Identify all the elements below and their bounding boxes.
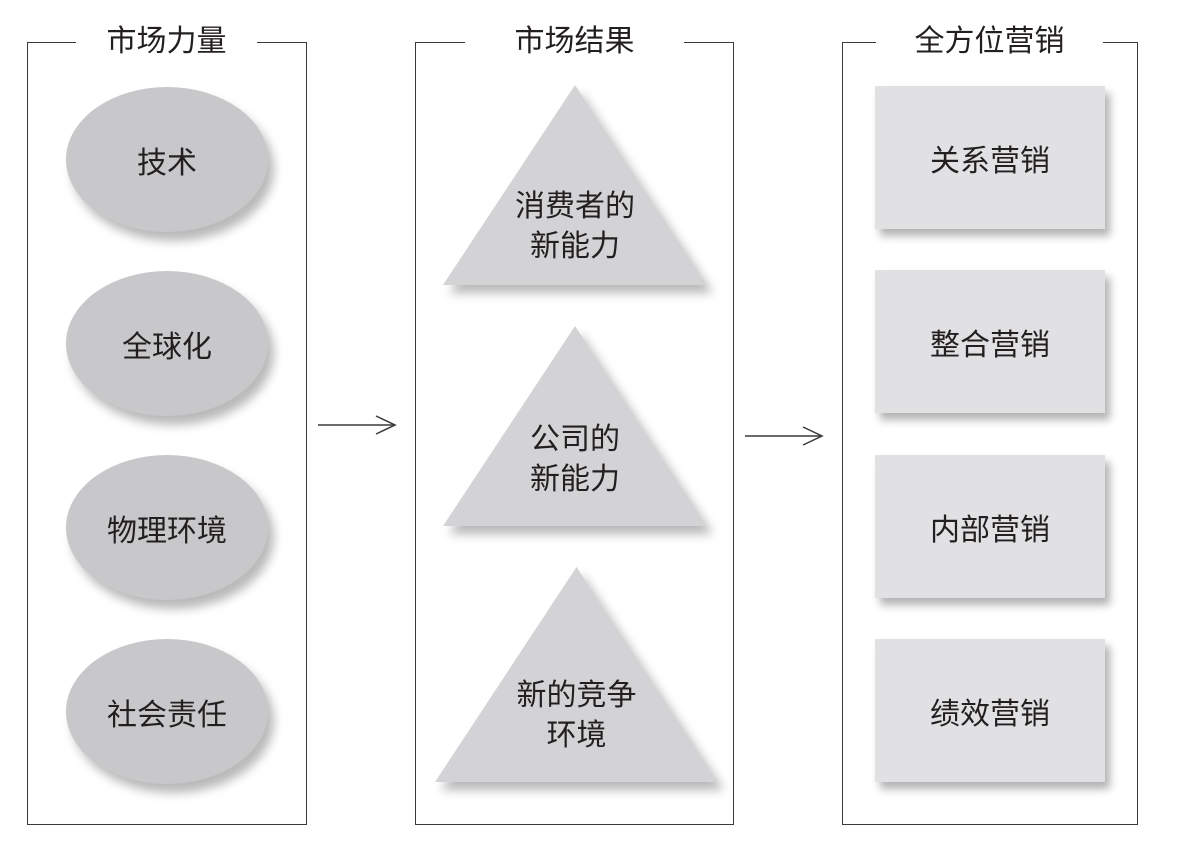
result-company-capabilities: 公司的 新能力	[443, 326, 707, 526]
marketing-relationship: 关系营销	[875, 86, 1105, 229]
result-competition-line1: 新的竞争	[516, 678, 637, 713]
result-consumer-capabilities: 消费者的 新能力	[443, 85, 707, 285]
force-globalization: 全球化	[66, 271, 268, 416]
arrow-right-icon	[745, 426, 824, 446]
result-consumer-line2: 新能力	[530, 229, 620, 264]
market-forces-top-left-line	[27, 42, 76, 43]
force-physical-environment-label: 物理环境	[107, 513, 227, 549]
result-competitive-environment: 新的竞争 环境	[435, 567, 718, 782]
triangle-shape-icon	[443, 326, 707, 526]
market-results-top-right-line	[684, 42, 734, 43]
result-company-line2: 新能力	[530, 462, 620, 497]
force-globalization-label: 全球化	[122, 329, 212, 365]
market-results-top-left-line	[415, 42, 465, 43]
market-results-frame	[415, 42, 734, 825]
market-forces-title: 市场力量	[106, 24, 227, 59]
marketing-performance: 绩效营销	[875, 639, 1105, 782]
holistic-marketing-frame	[842, 42, 1138, 825]
holistic-marketing-top-left-line	[842, 42, 876, 43]
market-forces-frame	[27, 42, 307, 825]
result-competition-line2: 环境	[546, 718, 607, 753]
market-forces-top-right-line	[257, 42, 307, 43]
market-results-title: 市场结果	[514, 24, 635, 59]
result-company-line1: 公司的	[530, 422, 620, 457]
force-social-responsibility-label: 社会责任	[107, 697, 227, 733]
triangle-shape-icon	[435, 567, 718, 782]
holistic-marketing-top-right-line	[1103, 42, 1138, 43]
marketing-internal-label: 内部营销	[930, 512, 1050, 548]
marketing-relationship-label: 关系营销	[930, 143, 1050, 179]
arrow-right-icon	[318, 415, 397, 435]
marketing-performance-label: 绩效营销	[930, 696, 1050, 732]
force-physical-environment: 物理环境	[66, 455, 268, 600]
force-social-responsibility: 社会责任	[66, 639, 268, 784]
holistic-marketing-title: 全方位营销	[914, 24, 1065, 59]
force-technology-label: 技术	[137, 145, 197, 181]
force-technology: 技术	[66, 87, 268, 232]
marketing-internal: 内部营销	[875, 455, 1105, 598]
result-consumer-line1: 消费者的	[515, 189, 635, 224]
triangle-shape-icon	[443, 85, 707, 285]
marketing-integrated-label: 整合营销	[930, 327, 1050, 363]
marketing-integrated: 整合营销	[875, 270, 1105, 413]
